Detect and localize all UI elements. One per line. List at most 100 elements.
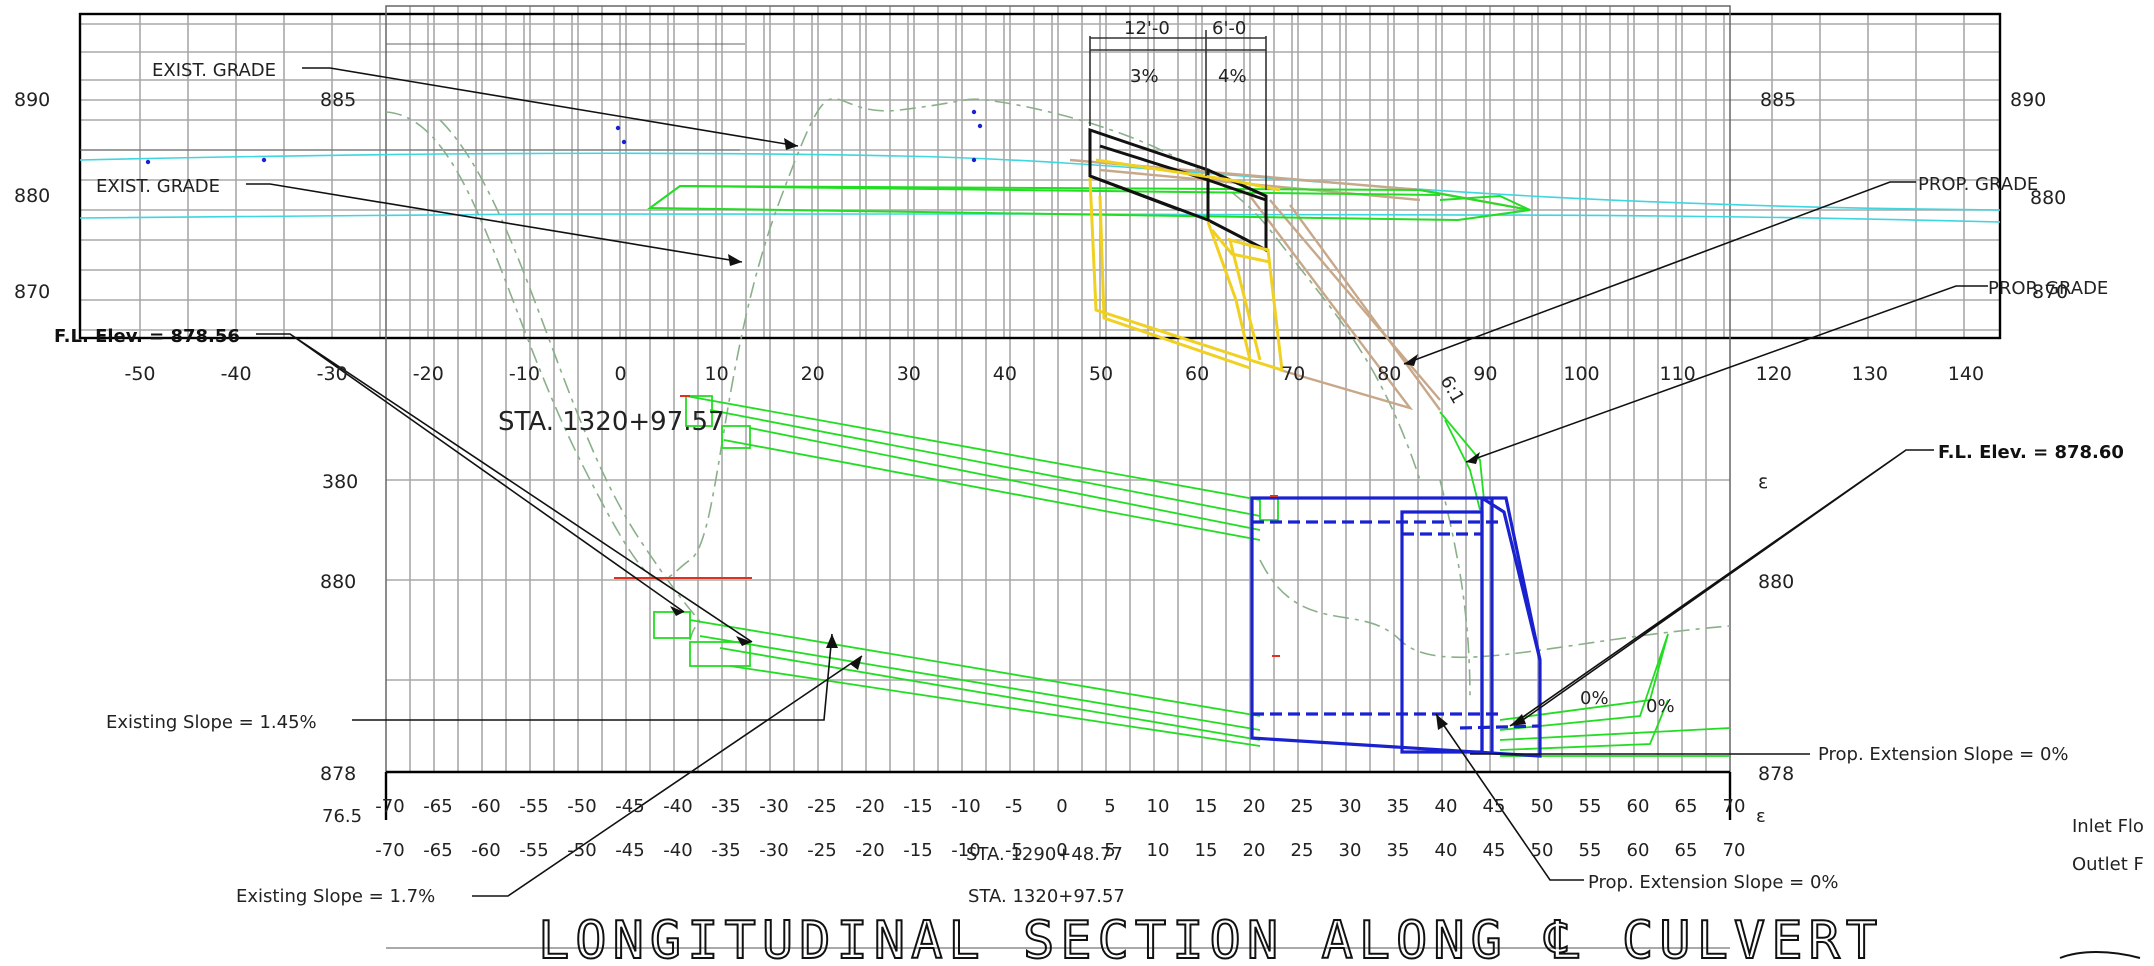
upper-x-tick-12: 70: [1281, 363, 1305, 385]
title-underline: [2059, 951, 2141, 959]
lower-x-axis-ticks-row1: -70-65-60-55-50-45-40-35-30-25-20-15-10-…: [375, 796, 1745, 817]
y-label-upper-left-880: 880: [14, 185, 50, 207]
label-prop-grade-2: PROP. GRADE: [1988, 278, 2108, 299]
label-pct-0b: 0%: [1646, 696, 1675, 717]
lower-x-tick-row1-9: -25: [807, 796, 836, 817]
lower-x-tick-row1-21: 35: [1387, 796, 1410, 817]
lower-x-tick-row2-0: -70: [375, 840, 404, 861]
lower-x-tick-row2-18: 20: [1243, 840, 1266, 861]
y-label-lower-right-878: 878: [1758, 763, 1794, 785]
upper-x-tick-13: 80: [1377, 363, 1401, 385]
upper-x-tick-15: 100: [1563, 363, 1599, 385]
lower-x-tick-row1-26: 60: [1627, 796, 1650, 817]
upper-profile-frame: [78, 12, 2002, 340]
leader-prop-grade-2: [1465, 285, 1988, 463]
survey-points: [145, 109, 983, 165]
upper-x-tick-7: 20: [801, 363, 825, 385]
lower-x-tick-row1-0: -70: [375, 796, 404, 817]
y-label-lower-left-380: 380: [322, 471, 358, 493]
lower-x-tick-row2-1: -65: [423, 840, 452, 861]
label-slope-ratio: 6:1: [1436, 372, 1469, 408]
y-label-lower-left-880: 880: [320, 571, 356, 593]
label-prop-ext-slope-1: Prop. Extension Slope = 0%: [1818, 744, 2069, 765]
lower-x-tick-row2-17: 15: [1195, 840, 1218, 861]
leader-exist-grade-1: [302, 67, 799, 147]
lower-x-tick-row1-15: 5: [1104, 796, 1115, 817]
lower-x-tick-row2-25: 55: [1579, 840, 1602, 861]
label-exist-grade-1: EXIST. GRADE: [152, 60, 276, 81]
lower-x-tick-row2-8: -30: [759, 840, 788, 861]
leader-lines: [246, 67, 1988, 897]
label-prop-ext-slope-2: Prop. Extension Slope = 0%: [1588, 872, 1839, 893]
lower-x-tick-row2-23: 45: [1483, 840, 1506, 861]
lower-x-tick-row2-3: -55: [519, 840, 548, 861]
y-label-upper-left-890: 890: [14, 89, 50, 111]
upper-x-tick-10: 50: [1089, 363, 1113, 385]
lower-x-tick-row2-24: 50: [1531, 840, 1554, 861]
leader-arrowheads: [670, 138, 1526, 730]
lower-x-tick-row2-27: 65: [1675, 840, 1698, 861]
lower-x-tick-row2-26: 60: [1627, 840, 1650, 861]
station-label-lower-1: STA. 1290+48.77: [966, 844, 1123, 865]
upper-x-tick-2: -30: [317, 363, 348, 385]
lower-x-tick-row2-6: -40: [663, 840, 692, 861]
label-pct-3: 3%: [1130, 66, 1159, 87]
upper-x-tick-11: 60: [1185, 363, 1209, 385]
label-dim-12: 12'-0: [1124, 18, 1170, 39]
lower-x-tick-row1-20: 30: [1339, 796, 1362, 817]
lower-x-axis-ticks-row2: -70-65-60-55-50-45-40-35-30-25-20-15-10-…: [375, 840, 1745, 861]
y-label-upper-right-890: 890: [2010, 89, 2046, 111]
lower-corner-right: ε: [1756, 806, 1766, 827]
lower-x-tick-row2-28: 70: [1723, 840, 1746, 861]
leader-prop-grade-1: [1403, 181, 1916, 365]
lower-x-tick-row1-3: -55: [519, 796, 548, 817]
lower-x-tick-row1-4: -50: [567, 796, 596, 817]
lower-corner-left: 76.5: [322, 806, 362, 827]
lower-x-tick-row1-17: 15: [1195, 796, 1218, 817]
leader-exist-grade-2: [246, 183, 743, 263]
lower-x-tick-row1-1: -65: [423, 796, 452, 817]
label-exist-grade-2: EXIST. GRADE: [96, 176, 220, 197]
lower-x-tick-row2-21: 35: [1387, 840, 1410, 861]
lower-x-tick-row1-25: 55: [1579, 796, 1602, 817]
upper-x-tick-14: 90: [1473, 363, 1497, 385]
lower-x-tick-row1-24: 50: [1531, 796, 1554, 817]
y-label-upper-inner-right-885: 885: [1760, 89, 1796, 111]
leader-fl-elev-left: [256, 333, 753, 643]
upper-x-tick-8: 30: [897, 363, 921, 385]
culvert-blue-outline: [1250, 496, 1542, 758]
y-label-lower-right-880: 880: [1758, 571, 1794, 593]
label-dim-6: 6'-0: [1212, 18, 1246, 39]
upper-x-tick-0: -50: [124, 363, 155, 385]
upper-x-tick-18: 130: [1852, 363, 1888, 385]
grid-lines: [80, 6, 2000, 772]
lower-x-tick-row2-2: -60: [471, 840, 500, 861]
lower-x-tick-row2-4: -50: [567, 840, 596, 861]
lower-x-tick-row2-15: 5: [1104, 840, 1115, 861]
station-label-lower-2: STA. 1320+97.57: [968, 886, 1125, 907]
label-fl-elev-left: F.L. Elev. = 878.56: [54, 326, 240, 347]
y-label-lower-right-e: ε: [1758, 471, 1768, 493]
y-label-upper-inner-left-885: 885: [320, 89, 356, 111]
lower-x-tick-row1-6: -40: [663, 796, 692, 817]
lower-x-tick-row2-16: 10: [1147, 840, 1170, 861]
lower-x-tick-row2-9: -25: [807, 840, 836, 861]
dimension-lines: [1089, 30, 1267, 190]
label-pct-4: 4%: [1218, 66, 1247, 87]
upper-x-tick-4: -10: [509, 363, 540, 385]
lower-x-tick-row1-22: 40: [1435, 796, 1458, 817]
lower-x-tick-row2-20: 30: [1339, 840, 1362, 861]
upper-x-tick-9: 40: [993, 363, 1017, 385]
frames: [78, 5, 2002, 949]
lower-x-tick-row2-5: -45: [615, 840, 644, 861]
upper-x-tick-16: 110: [1659, 363, 1695, 385]
lower-x-tick-row1-2: -60: [471, 796, 500, 817]
proposed-lines-lower: [653, 395, 1731, 757]
label-prop-grade-1: PROP. GRADE: [1918, 174, 2038, 195]
lower-x-tick-row1-27: 65: [1675, 796, 1698, 817]
lower-x-tick-row2-12: -10: [951, 840, 980, 861]
label-outlet: Outlet F: [2072, 854, 2144, 875]
lower-x-tick-row2-7: -35: [711, 840, 740, 861]
lower-x-tick-row1-19: 25: [1291, 796, 1314, 817]
